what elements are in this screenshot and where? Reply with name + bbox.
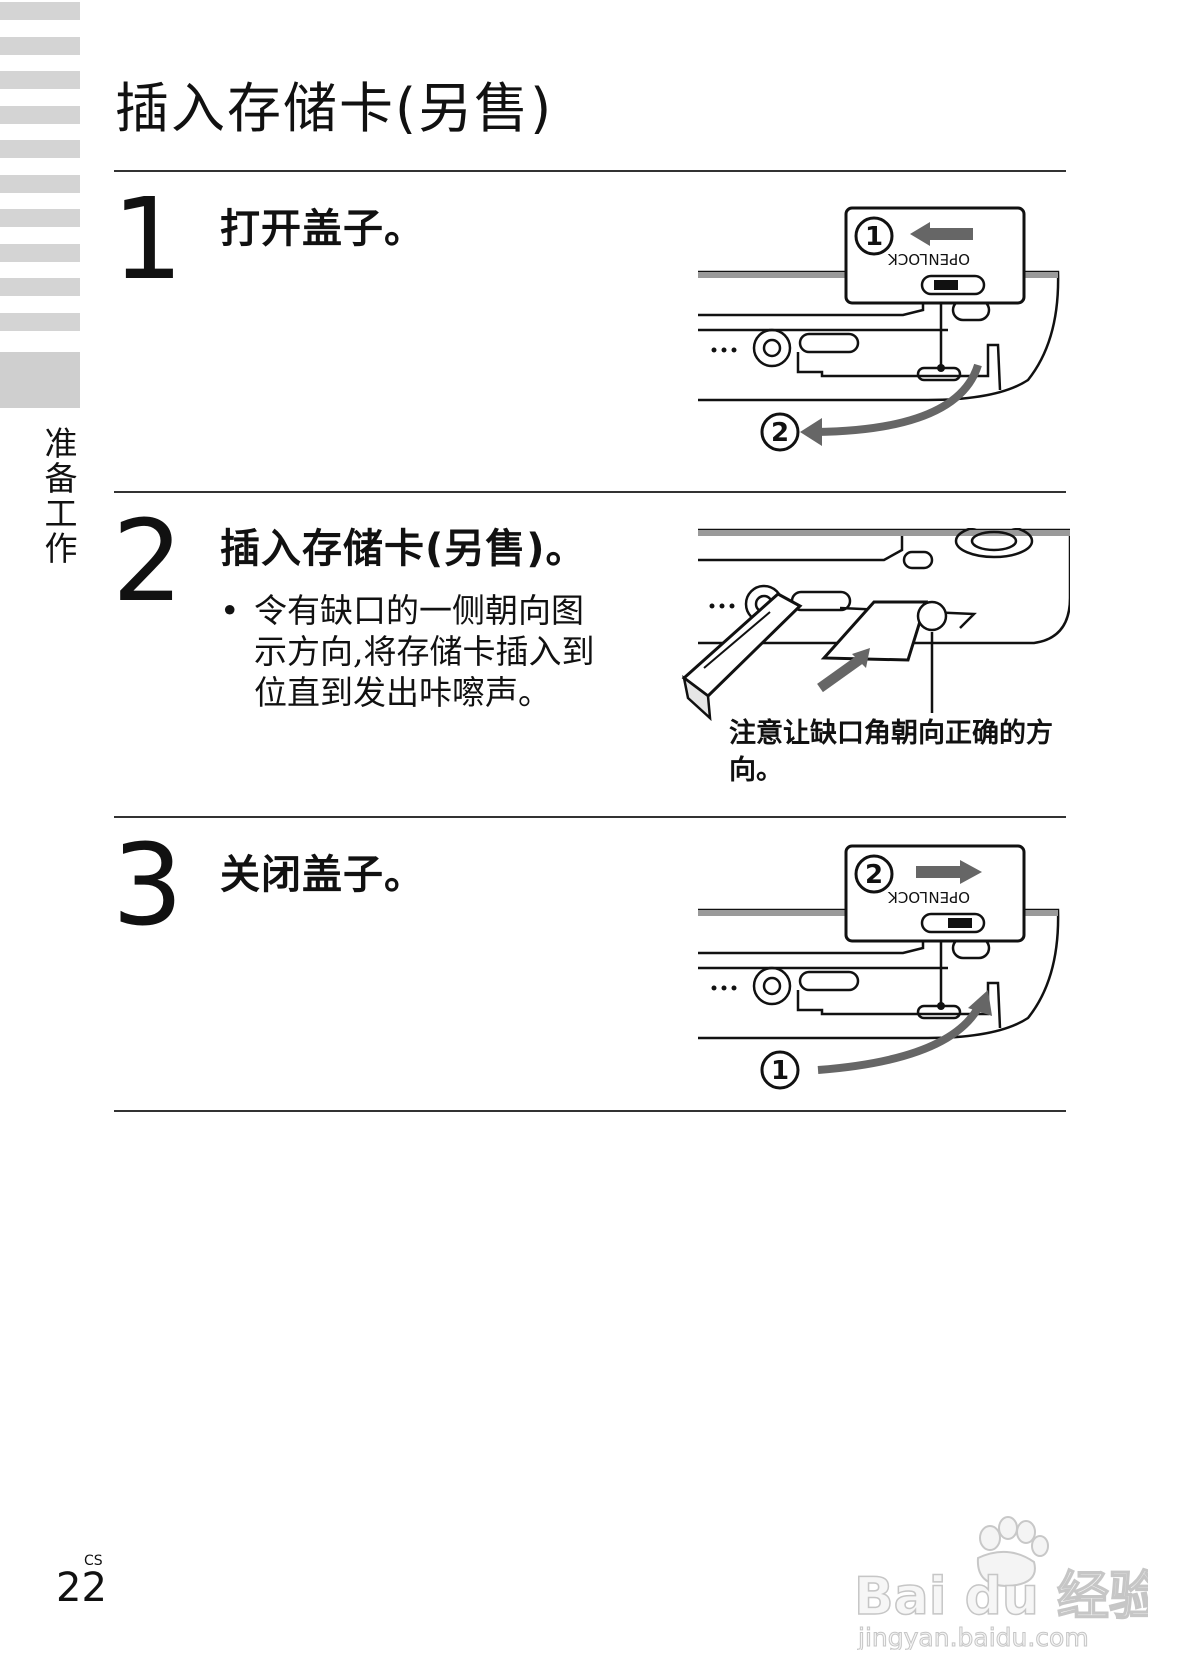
page-language-code: CS (84, 1553, 103, 1569)
divider (114, 491, 1066, 493)
svg-text:1: 1 (865, 222, 883, 252)
svg-text:2: 2 (771, 418, 789, 448)
svg-text:Bai du 经验: Bai du 经验 (854, 1567, 1148, 1627)
svg-text:1: 1 (771, 1056, 789, 1086)
open-cover-illustration: 1 OPEN LOCK 2 (698, 206, 1060, 452)
insert-card-illustration (681, 528, 1070, 722)
notch-callout: 注意让缺口角朝向正确的方向。 (729, 718, 1053, 786)
divider (114, 816, 1066, 818)
step-title: 打开盖子。 (220, 206, 425, 252)
page-number: 22 (56, 1565, 107, 1611)
close-cover-illustration: 2 OPEN LOCK 1 (698, 844, 1060, 1090)
svg-text:2: 2 (865, 860, 883, 890)
svg-text:OPEN: OPEN (928, 250, 970, 268)
baidu-watermark: Bai du 经验 jingyan.baidu.com (853, 1516, 1148, 1650)
instruction-bullet: • 令有缺口的一侧朝向图示方向,将存储卡插入到位直到发出咔嚓声。 (220, 591, 595, 712)
step-title: 插入存储卡(另售)。 (220, 526, 587, 572)
divider (114, 1110, 1066, 1112)
svg-text:LOCK: LOCK (887, 250, 928, 268)
step-number: 3 (112, 821, 184, 951)
active-section-marker (0, 352, 80, 408)
step-number: 1 (112, 175, 184, 305)
status-dots (711, 347, 737, 353)
divider (114, 170, 1066, 172)
section-label: 准 备 工 作 (44, 424, 78, 568)
step-number: 2 (112, 497, 184, 627)
svg-text:LOCK: LOCK (887, 888, 928, 906)
svg-text:OPEN: OPEN (928, 888, 970, 906)
step-title: 关闭盖子。 (220, 852, 425, 898)
page-title: 插入存储卡(另售) (115, 77, 554, 140)
svg-text:jingyan.baidu.com: jingyan.baidu.com (857, 1623, 1089, 1650)
